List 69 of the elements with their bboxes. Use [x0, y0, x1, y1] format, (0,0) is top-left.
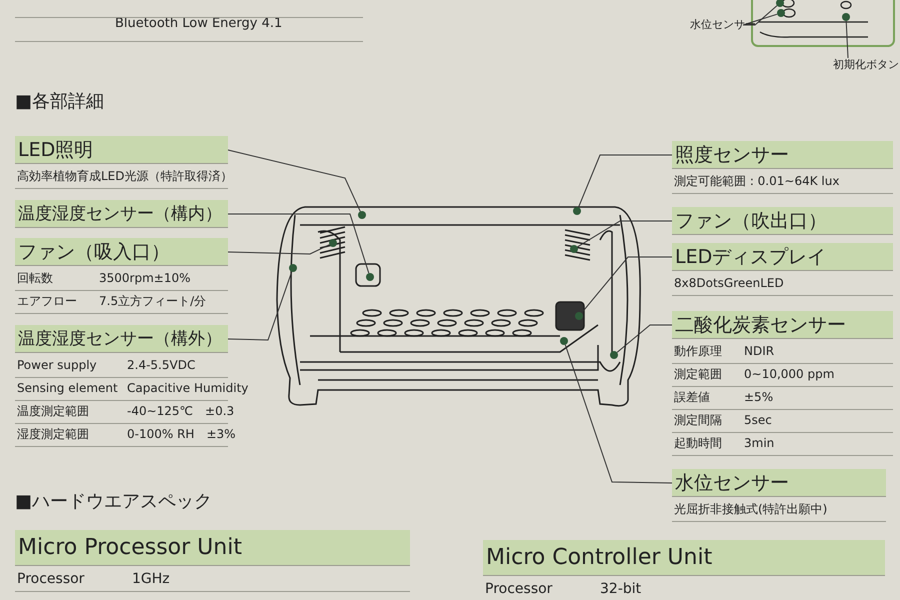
heading-band: 水位センサー — [672, 469, 886, 497]
spec-value: 5sec — [744, 412, 772, 429]
spec-name: 回転数 — [17, 270, 53, 287]
spec-name: 動作原理 — [674, 343, 722, 360]
marker-dot — [289, 264, 297, 272]
heading-band: LEDディスプレイ — [672, 243, 893, 271]
leader-line — [846, 20, 848, 58]
heading-band: 温度湿度センサー（構内） — [15, 200, 228, 228]
marker-dot — [573, 207, 581, 215]
leader-line — [228, 150, 361, 212]
heading-band: ファン（吹出口） — [672, 207, 893, 235]
heading-band: ファン（吸入口） — [15, 238, 228, 266]
leader-line — [564, 344, 672, 484]
leader-line — [742, 5, 778, 26]
spec-text: 測定可能範囲 : 0.01~64K lux — [674, 173, 840, 190]
spec-value: 0-100% RH ±3% — [127, 426, 236, 443]
spec-name: 温度測定範囲 — [17, 403, 89, 420]
spec-text: 8x8DotsGreenLED — [674, 275, 784, 292]
marker-dot — [560, 337, 568, 345]
leader-line — [228, 214, 370, 274]
leader-line — [228, 271, 292, 340]
marker-dot — [610, 351, 618, 359]
spec-value: 7.5立方フィート/分 — [99, 293, 206, 310]
spec-name: Sensing element — [17, 380, 118, 397]
marker-dot — [842, 13, 850, 21]
spec-value: 1GHz — [132, 570, 170, 589]
spec-name: Processor — [17, 570, 84, 589]
marker-dot — [570, 245, 578, 253]
section-heading: ■各部詳細 — [15, 90, 104, 114]
spec-value: 3min — [744, 435, 774, 452]
heading-band: LED照明 — [15, 136, 228, 164]
spec-value: 2.4-5.5VDC — [127, 357, 196, 374]
leader-line — [581, 256, 672, 314]
marker-dot — [329, 239, 337, 247]
marker-dot — [358, 211, 366, 219]
callout-label: 水位センサー — [690, 18, 756, 32]
spec-name: 誤差値 — [674, 389, 710, 406]
heading-band: Micro Controller Unit — [483, 540, 885, 576]
spec-value: 3500rpm±10% — [99, 270, 191, 287]
callout-label: 初期化ボタン — [833, 58, 899, 72]
spec-name: 測定範囲 — [674, 366, 722, 383]
leader-line — [742, 14, 778, 26]
spec-value: Bluetooth Low Energy 4.1 — [115, 15, 282, 33]
spec-name: 起動時間 — [674, 435, 722, 452]
spec-name: エアフロー — [17, 293, 77, 310]
leader-line — [576, 220, 672, 248]
spec-value: 0~10,000 ppm — [744, 366, 834, 383]
leader-line — [578, 154, 672, 208]
leader-line — [616, 324, 672, 353]
spec-value: 32-bit — [600, 580, 642, 599]
heading-band: 二酸化炭素センサー — [672, 311, 893, 339]
spec-value: ±5% — [744, 389, 774, 406]
heading-band: 照度センサー — [672, 141, 893, 169]
heading-band: Micro Processor Unit — [15, 530, 410, 566]
spec-name: Power supply — [17, 357, 97, 374]
spec-name: Processor — [485, 580, 552, 599]
spec-name: 湿度測定範囲 — [17, 426, 89, 443]
marker-dot — [777, 9, 785, 17]
spec-value: NDIR — [744, 343, 774, 360]
leader-line — [228, 244, 330, 254]
spec-name: 測定間隔 — [674, 412, 722, 429]
spec-text: 光屈折非接触式(特許出願中) — [674, 501, 828, 518]
spec-text: 高効率植物育成LED光源（特許取得済） — [17, 168, 233, 185]
marker-dot — [366, 273, 374, 281]
spec-value: -40~125℃ ±0.3 — [127, 403, 234, 420]
section-heading: ■ハードウエアスペック — [15, 490, 212, 514]
heading-band: 温度湿度センサー（構外） — [15, 325, 228, 353]
spec-value: Capacitive Humidity — [127, 380, 248, 397]
marker-dot — [776, 0, 784, 7]
